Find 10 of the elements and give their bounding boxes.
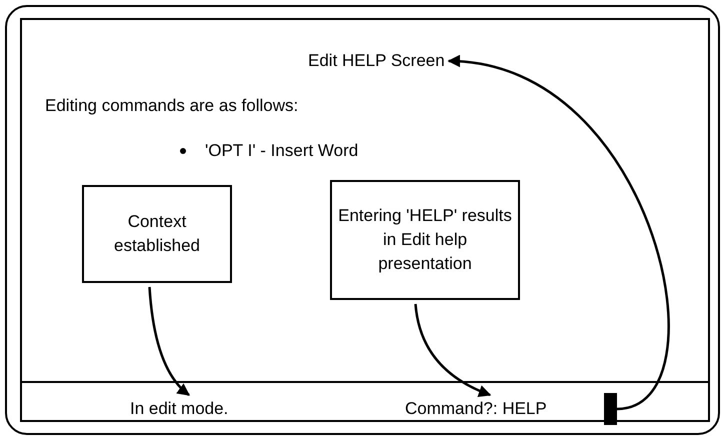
screen-heading: Edit HELP Screen [308, 50, 445, 72]
intro-text: Editing commands are as follows: [45, 95, 298, 117]
callout-box: Context established [82, 185, 232, 283]
command-prompt: Command?: HELP [405, 398, 547, 420]
callout-box: Entering 'HELP' results in Edit help presentation [330, 180, 520, 300]
arrow [148, 286, 190, 396]
cursor-block [604, 393, 617, 425]
command-list-item: 'OPT I' - Insert Word [205, 140, 358, 162]
arrow [414, 304, 492, 397]
status-text: In edit mode. [130, 398, 228, 420]
